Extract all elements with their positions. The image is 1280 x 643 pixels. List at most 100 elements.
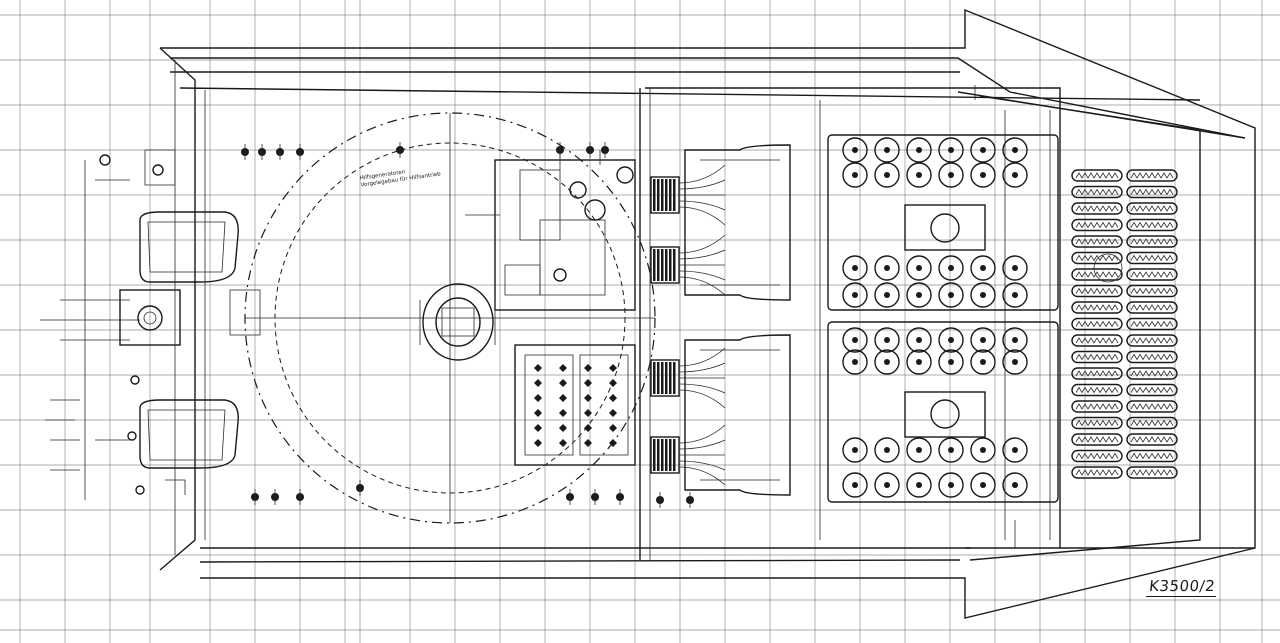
hull-outline [159,8,1256,619]
spark-plug-icon [884,172,890,178]
spark-plug-icon [852,172,858,178]
spark-plug-icon [916,447,922,453]
radiator-element [1126,317,1178,331]
radiator-fin-zigzag [1130,188,1174,196]
radiator-element [1126,235,1178,248]
cylinder-icon [906,137,932,163]
battery-cell-icon [584,409,592,417]
radiator-element [1071,400,1123,413]
spark-plug-icon [1012,265,1018,271]
battery-cell-icon [559,439,567,447]
driver-seat-icon [139,211,239,469]
spark-plug-icon [852,482,858,488]
radiator-fin-zigzag [1130,238,1174,245]
battery-cell-icon [609,424,617,432]
cylinder-icon [938,437,964,463]
radiator-fin-zigzag [1130,452,1174,460]
fan-blade [657,179,660,211]
cylinder-icon [938,162,964,188]
radiator-fin-zigzag [1075,452,1119,460]
radiator-coil-icon [1071,169,1178,479]
spark-plug-icon [948,359,954,365]
spark-plug-icon [948,482,954,488]
fan-blade [673,439,676,471]
spark-plug-icon [852,147,858,153]
fan-duct-line [678,362,726,373]
spark-plug-icon [980,147,986,153]
radiator-element [1126,185,1178,199]
radiator-fin-zigzag [1075,353,1119,361]
radiator-fin-zigzag [1130,370,1174,377]
spark-plug-icon [980,482,986,488]
radiator-fin-zigzag [1075,254,1119,262]
fan-duct-line [678,179,726,190]
spark-plug-icon [852,337,858,343]
radiator-element [1126,218,1178,232]
cylinder-icon [970,137,996,163]
radiator-element [1071,416,1123,430]
cylinder-icon [1002,162,1028,188]
radiator-fin-zigzag [1130,353,1174,361]
radiator-element [1071,235,1123,248]
fan-blade [673,362,676,394]
spark-plug-icon [916,147,922,153]
fan-blade [657,249,660,281]
radiator-element [1126,284,1178,298]
cylinder-icon [906,327,932,353]
radiator-fin-zigzag [1075,337,1119,344]
battery-cell-icon [609,439,617,447]
battery-cell-icon [534,394,542,402]
spark-plug-icon [852,292,858,298]
fan-blade [653,362,656,394]
spark-plug-icon [980,337,986,343]
cylinder-icon [842,472,868,498]
cylinder-icon [970,255,996,281]
radiator-element [1126,350,1178,364]
cylinder-icon [874,255,900,281]
spark-plug-icon [916,359,922,365]
cylinder-icon [874,349,900,375]
cylinder-icon [970,472,996,498]
radiator-element [1071,383,1123,397]
cylinder-icon [874,437,900,463]
fan-duct-line [678,234,726,254]
fan-duct-line [678,389,726,409]
cylinder-icon [906,437,932,463]
fan-blade [673,179,676,211]
fan-blade [661,439,664,471]
cylinder-icon [874,162,900,188]
cylinder-icon [1002,472,1028,498]
battery-cell-icon [534,364,542,372]
spark-plug-icon [916,482,922,488]
fan-blade [669,439,672,471]
fan-blade [657,439,660,471]
spark-plug-icon [916,292,922,298]
spark-plug-icon [980,265,986,271]
battery-cell-icon [534,379,542,387]
turret-ring [244,112,656,524]
cylinder-icon [906,162,932,188]
cylinder-icon [970,327,996,353]
radiator-element [1071,185,1123,199]
radiator-element [1071,466,1123,479]
cylinder-icon [970,282,996,308]
spark-plug-icon [948,447,954,453]
radiator-element [1071,268,1123,281]
cylinder-icon [970,437,996,463]
radiator-fin-zigzag [1075,419,1119,427]
radiator-fin-zigzag [1075,271,1119,278]
radiator-fin-zigzag [1130,304,1174,311]
cylinder-icon [1002,255,1028,281]
fan-blade [669,362,672,394]
cylinder-icon [938,472,964,498]
auxiliary-generator-unit [465,150,636,311]
radiator-fin-zigzag [1130,205,1174,212]
radiator-element [1071,433,1123,446]
radiator-fin-zigzag [1130,287,1174,295]
fan-blade [673,249,676,281]
fitting-symbols [241,142,694,508]
cylinder-icon [1002,437,1028,463]
fan-duct-line [678,276,726,296]
gearbox-housings [684,144,791,496]
